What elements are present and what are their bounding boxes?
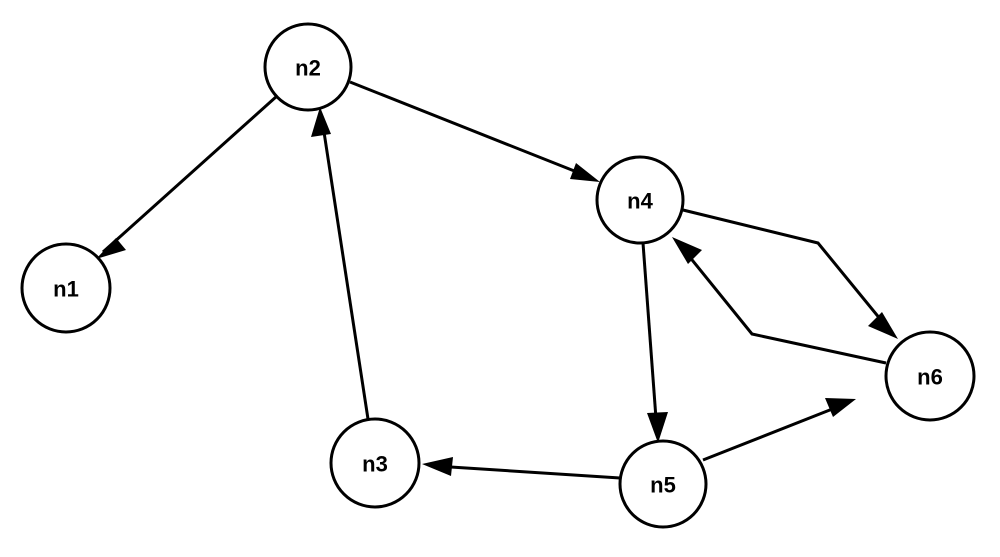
node-circle-n1 — [20, 242, 112, 334]
arrowhead-icon-n5-n6 — [825, 398, 856, 417]
node-n2[interactable]: n2 — [263, 22, 353, 112]
edge-line-n2-n1 — [101, 94, 279, 254]
arrowhead-icon-n2-n4 — [570, 163, 600, 182]
edge-line-n5-n6 — [702, 402, 846, 462]
arrowhead-icon-n4-n5 — [647, 412, 668, 443]
edge-n5-n6[interactable] — [702, 398, 856, 462]
edge-n3-n2[interactable] — [311, 107, 370, 420]
node-n3[interactable]: n3 — [329, 417, 421, 509]
edge-line-n4-n5 — [641, 242, 659, 433]
node-n5[interactable]: n5 — [618, 439, 708, 529]
edge-n2-n4[interactable] — [349, 80, 600, 182]
node-circle-n4 — [595, 155, 685, 245]
arrowhead-icon-n3-n2 — [311, 107, 331, 137]
edge-line-n5-n3 — [434, 464, 621, 480]
node-circle-n6 — [884, 330, 976, 422]
node-circle-n3 — [329, 417, 421, 509]
edge-line-n3-n2 — [320, 118, 370, 420]
edge-line-n2-n4 — [349, 80, 593, 180]
edge-layer — [96, 80, 898, 480]
node-n4[interactable]: n4 — [595, 155, 685, 245]
arrowhead-icon-n6-n4 — [672, 237, 702, 264]
node-circle-n5 — [618, 439, 708, 529]
edge-n4-n6[interactable] — [682, 208, 898, 339]
node-n1[interactable]: n1 — [20, 242, 112, 334]
edge-line-n6-n4 — [678, 244, 887, 365]
edge-n2-n1[interactable] — [96, 94, 279, 259]
edge-n5-n3[interactable] — [422, 457, 621, 480]
node-layer: n1 n2 n3 n4 n5 n6 — [20, 22, 976, 529]
arrowhead-icon-n2-n1 — [96, 238, 126, 259]
edge-n4-n5[interactable] — [641, 242, 668, 443]
arrowhead-icon-n5-n3 — [422, 457, 453, 476]
edge-line-n4-n6 — [682, 208, 892, 332]
arrowhead-icon-n4-n6 — [868, 312, 898, 339]
node-n6[interactable]: n6 — [884, 330, 976, 422]
edge-n6-n4[interactable] — [672, 237, 887, 365]
node-circle-n2 — [263, 22, 353, 112]
